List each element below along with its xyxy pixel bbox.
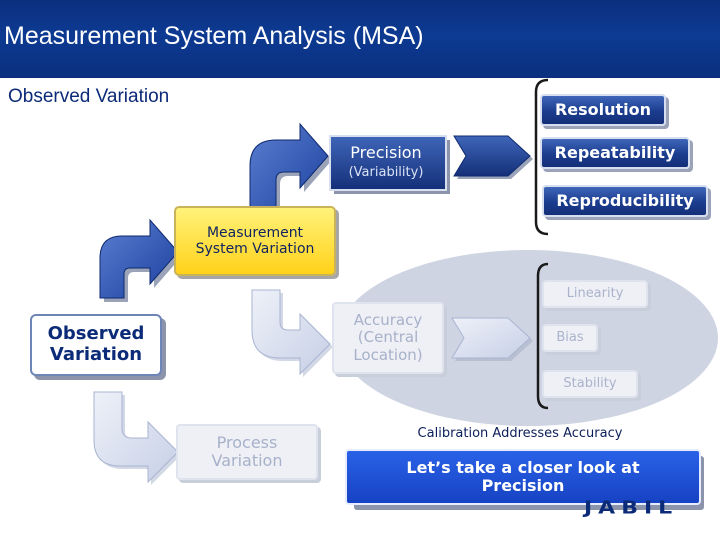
resolution-box: Resolution xyxy=(540,94,666,126)
arrow-up-to-precision-icon xyxy=(249,122,332,222)
stability-box: Stability xyxy=(542,370,638,398)
accuracy-box: Accuracy (Central Location) xyxy=(332,302,444,374)
arrow-up-to-measurement-icon xyxy=(99,218,182,302)
measurement-system-variation-box: Measurement System Variation xyxy=(174,206,336,276)
process-variation-box: Process Variation xyxy=(176,424,318,480)
accuracy-bracket xyxy=(536,262,549,410)
jabil-logo: JABIL xyxy=(584,498,679,519)
arrow-down-to-accuracy-icon xyxy=(251,289,333,377)
measurement-system-variation-label: Measurement System Variation xyxy=(195,224,315,257)
repeatability-label: Repeatability xyxy=(554,142,676,162)
repeatability-box: Repeatability xyxy=(540,137,690,169)
arrow-precision-to-components-icon xyxy=(453,135,533,179)
arrow-accuracy-to-components-icon xyxy=(451,317,533,361)
cta-label: Let’s take a closer look at Precision xyxy=(406,457,640,495)
slide-subtitle: Observed Variation xyxy=(8,86,170,107)
accuracy-label: Accuracy (Central Location) xyxy=(353,311,423,364)
reproducibility-box: Reproducibility xyxy=(542,185,708,217)
bias-box: Bias xyxy=(542,324,598,352)
process-variation-label: Process Variation xyxy=(211,432,283,470)
linearity-box: Linearity xyxy=(542,280,648,308)
arrow-down-to-process-icon xyxy=(93,391,181,485)
calibration-caption: Calibration Addresses Accuracy xyxy=(417,426,623,441)
linearity-label: Linearity xyxy=(566,285,624,301)
precision-bracket xyxy=(534,78,549,236)
bias-label: Bias xyxy=(556,329,584,345)
slide-title: Measurement System Analysis (MSA) xyxy=(4,22,424,50)
precision-sublabel: (Variability) xyxy=(348,165,424,180)
precision-label: Precision xyxy=(350,143,422,162)
cta-box: Let’s take a closer look at Precision xyxy=(346,450,700,504)
observed-variation-box: Observed Variation xyxy=(30,314,162,376)
cta-shape xyxy=(345,449,704,510)
title-bar: Measurement System Analysis (MSA) xyxy=(0,0,720,78)
reproducibility-label: Reproducibility xyxy=(556,190,694,210)
stability-label: Stability xyxy=(563,375,617,391)
observed-variation-label: Observed Variation xyxy=(47,323,145,365)
resolution-label: Resolution xyxy=(554,99,652,119)
precision-shape xyxy=(329,135,450,194)
